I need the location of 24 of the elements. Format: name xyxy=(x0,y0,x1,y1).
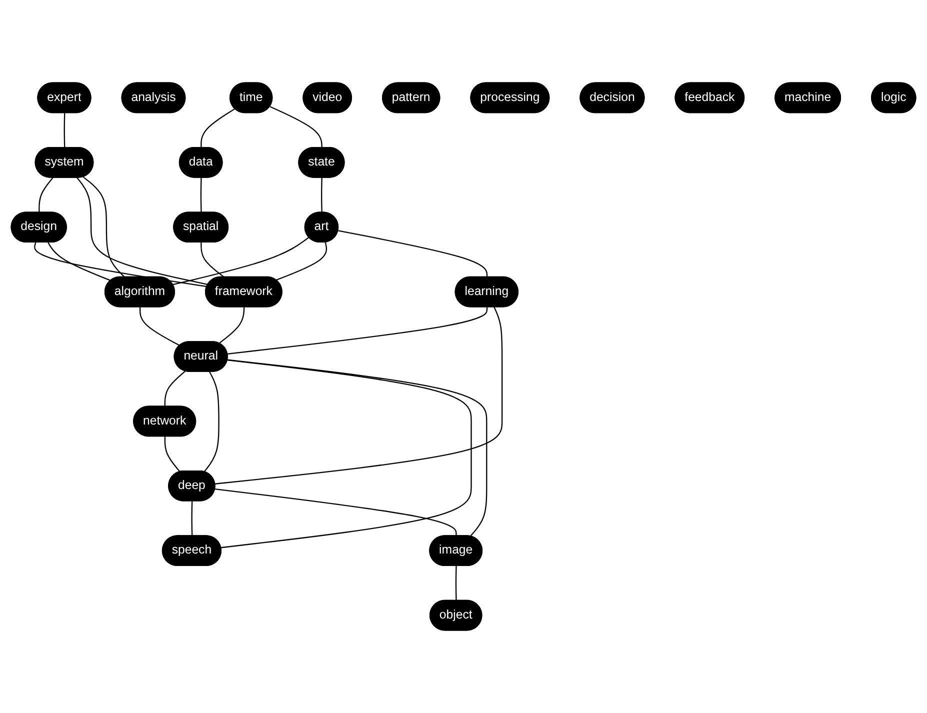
connector xyxy=(214,488,457,536)
connector xyxy=(204,372,220,472)
connector xyxy=(215,306,503,484)
connector xyxy=(200,108,236,148)
connector xyxy=(48,242,111,282)
connector xyxy=(172,236,310,286)
connector xyxy=(164,370,186,407)
connector xyxy=(34,242,207,288)
connector xyxy=(321,178,322,212)
connector xyxy=(455,566,457,601)
connector xyxy=(38,177,54,212)
connector xyxy=(228,307,488,354)
connector xyxy=(164,436,180,472)
connector xyxy=(82,176,126,278)
connector xyxy=(76,177,208,286)
connector xyxy=(270,106,322,148)
connector xyxy=(200,178,202,212)
connector xyxy=(139,307,180,346)
connector xyxy=(191,501,193,536)
connector xyxy=(218,307,245,344)
connector xyxy=(338,230,488,278)
connector xyxy=(200,242,225,278)
connector xyxy=(276,242,328,281)
connector xyxy=(64,113,66,148)
